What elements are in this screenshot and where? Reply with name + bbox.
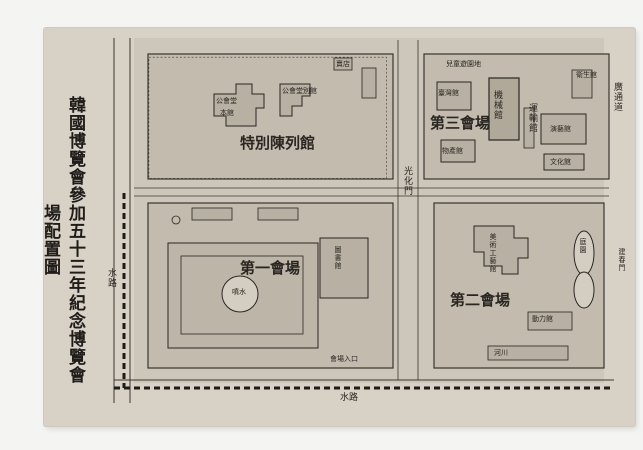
label-products: 物產館 — [442, 147, 463, 155]
label-first-hall: 第一會場 — [240, 259, 301, 277]
label-culture: 文化館 — [550, 158, 571, 166]
label-shop: 賣店 — [336, 60, 350, 68]
label-taiwan: 臺灣館 — [438, 89, 459, 97]
label-public-hall: 公會堂 — [216, 97, 237, 105]
label-transport: 運輸館 — [527, 103, 537, 133]
fountain-circle — [221, 275, 259, 313]
label-main-building: 本館 — [220, 109, 234, 117]
label-garden: 庭園 — [579, 238, 587, 254]
map-title: 韓國博覽會參加五十三年紀念博覽會場配置圖 — [44, 96, 85, 384]
kiosk-right — [361, 67, 377, 99]
main-hall-footprint — [213, 83, 265, 127]
art-hall-footprint — [473, 225, 529, 275]
label-third-hall: 第三會場 — [430, 114, 491, 132]
label-second-hall: 第二會場 — [450, 291, 511, 309]
label-machinery: 機械館 — [492, 90, 502, 120]
machinery-building — [488, 77, 520, 141]
site-plan — [113, 38, 614, 403]
entertainment-building — [540, 113, 587, 145]
label-art: 美術工藝館 — [489, 233, 497, 273]
kiosk-top — [333, 57, 353, 71]
label-stream: 河川 — [494, 349, 508, 357]
label-sanitation: 衛生館 — [576, 71, 597, 79]
sanitation-building — [571, 69, 593, 99]
culture-building — [543, 153, 585, 171]
label-main-gate: 光化門 — [402, 166, 412, 196]
label-fountain: 噴水 — [232, 288, 246, 296]
annex-footprint — [279, 83, 311, 117]
map-card: 韓國博覽會參加五十三年紀念博覽會場配置圖 特別陳列館 第三會場 第二會場 第一會… — [44, 28, 635, 426]
label-west-road: 水路 — [106, 268, 116, 288]
taiwan-building — [436, 81, 472, 111]
products-building — [440, 139, 476, 163]
label-children: 兒童遊園地 — [446, 60, 481, 68]
label-public-hall-annex: 公會堂別館 — [282, 87, 317, 95]
label-south-road: 水路 — [340, 393, 359, 403]
label-special-hall: 特別陳列館 — [240, 134, 316, 152]
label-east-gate: 建春門 — [618, 248, 626, 272]
special-hall-zone — [147, 53, 394, 180]
label-entertainment: 演藝館 — [550, 125, 571, 133]
label-power-hall: 動力館 — [532, 315, 553, 323]
pond-south — [573, 271, 595, 309]
label-east-road: 廣通道 — [612, 82, 622, 112]
label-entrance-sign: 會場入口 — [330, 355, 358, 363]
label-library: 圖書館 — [334, 246, 342, 270]
library-building — [319, 237, 369, 299]
